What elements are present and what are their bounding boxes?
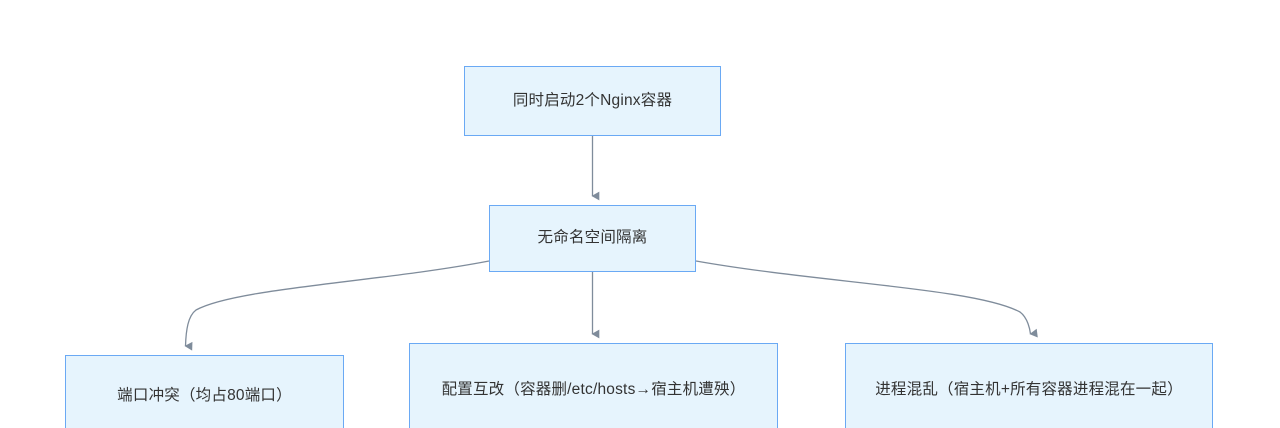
node-config-cross-edit-label: 配置互改（容器删/etc/hosts→宿主机遭殃） [441, 380, 746, 398]
node-start-label: 同时启动2个Nginx容器 [512, 91, 673, 109]
node-start[interactable]: 同时启动2个Nginx容器 [464, 66, 721, 136]
node-port-conflict[interactable]: 端口冲突（均占80端口） [65, 355, 344, 428]
edge-no-namespace-to-port-conflict [184, 260, 490, 351]
edge-no-namespace-to-process-chaos [695, 260, 1038, 338]
node-no-namespace[interactable]: 无命名空间隔离 [489, 205, 696, 272]
node-no-namespace-label: 无命名空间隔离 [537, 229, 648, 247]
node-port-conflict-label: 端口冲突（均占80端口） [117, 386, 292, 404]
node-process-chaos-label: 进程混乱（宿主机+所有容器进程混在一起） [875, 380, 1183, 398]
node-config-cross-edit[interactable]: 配置互改（容器删/etc/hosts→宿主机遭殃） [409, 343, 778, 428]
node-process-chaos[interactable]: 进程混乱（宿主机+所有容器进程混在一起） [845, 343, 1213, 428]
